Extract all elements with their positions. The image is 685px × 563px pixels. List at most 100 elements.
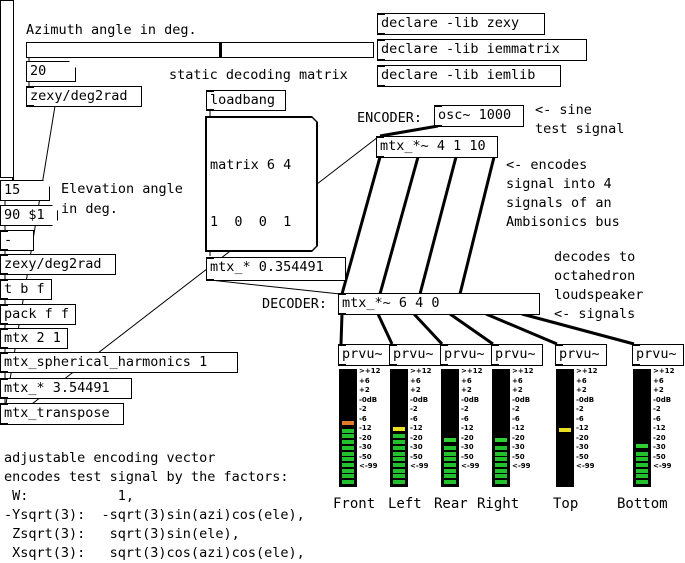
dec-note-4: <- signals xyxy=(554,306,636,322)
vu-segment xyxy=(444,474,456,479)
prvu-object[interactable]: prvu~ xyxy=(338,344,390,366)
dec-note-3: loudspeaker xyxy=(554,287,644,303)
vu-scale-tick: -6 xyxy=(410,414,418,423)
prvu-object[interactable]: prvu~ xyxy=(632,344,684,366)
vu-scale-tick: -20 xyxy=(461,433,474,442)
comment-line: Xsqrt(3): sqrt(3)cos(azi)cos(ele), xyxy=(4,545,305,561)
declare-iemlib[interactable]: declare -lib iemlib xyxy=(377,65,561,87)
vu-scale-tick: +2 xyxy=(359,386,370,394)
vu-segment xyxy=(444,457,456,462)
vu-segment xyxy=(444,480,456,484)
vu-segment xyxy=(495,462,507,467)
enc-note-2: signal into 4 xyxy=(506,176,612,192)
enc-note-1: <- encodes xyxy=(506,157,588,173)
vu-scale-tick: -30 xyxy=(359,443,372,451)
elevation-number-box[interactable]: 15 xyxy=(0,180,50,201)
vu-scale-tick: -0dB xyxy=(576,395,595,404)
vu-scale-tick: >+12 xyxy=(653,367,675,375)
prvu-object[interactable]: prvu~ xyxy=(555,344,607,366)
azimuth-slider-knob[interactable] xyxy=(219,43,223,57)
vu-scale-tick: -20 xyxy=(512,433,525,442)
deg2rad-azimuth[interactable]: zexy/deg2rad xyxy=(26,86,142,107)
vu-scale-tick: -30 xyxy=(512,443,525,451)
vu-segment xyxy=(636,457,648,462)
vu-peak-marker xyxy=(342,421,354,425)
speaker-label: Bottom xyxy=(617,496,668,512)
prvu-object[interactable]: prvu~ xyxy=(440,344,492,366)
vu-scale-tick: -2 xyxy=(512,405,520,413)
sine-note-1: <- sine xyxy=(535,102,592,118)
vu-scale-tick: -2 xyxy=(410,405,418,413)
mtx-transpose-object[interactable]: mtx_transpose xyxy=(0,403,124,425)
mtx-decoder-object[interactable]: mtx_*~ 6 4 0 xyxy=(338,293,540,315)
elevation-slider[interactable] xyxy=(0,0,14,178)
vu-scale-tick: -6 xyxy=(653,414,661,423)
osc-object[interactable]: osc~ 1000 xyxy=(434,105,524,127)
spherical-harmonics-object[interactable]: mtx_spherical_harmonics 1 xyxy=(0,352,238,373)
vu-scale-tick: >+12 xyxy=(359,367,381,375)
speaker-label: Left xyxy=(388,496,422,512)
vu-scale-tick: +6 xyxy=(512,376,523,385)
vu-meter xyxy=(390,369,408,487)
azimuth-slider[interactable] xyxy=(26,42,374,58)
enc-note-4: Ambisonics bus xyxy=(506,214,620,230)
vu-scale-tick: >+12 xyxy=(576,367,598,375)
vu-segment xyxy=(636,451,648,456)
vu-scale-tick: -2 xyxy=(461,405,469,413)
mtx-scale-3-object[interactable]: mtx_* 3.54491 xyxy=(0,378,132,399)
vu-scale-tick: +2 xyxy=(461,386,472,394)
vu-scale: >+12+6+2-0dB-2-6-12-20-30-50<-99 xyxy=(576,367,597,472)
vu-scale-tick: -0dB xyxy=(461,395,480,404)
vu-scale-tick: -20 xyxy=(359,433,372,442)
vu-scale-tick: >+12 xyxy=(461,367,483,375)
trigger-object[interactable]: t b f xyxy=(0,279,52,300)
speaker-label: Right xyxy=(477,496,520,512)
vu-scale-tick: -6 xyxy=(359,414,367,423)
vu-scale: >+12+6+2-0dB-2-6-12-20-30-50<-99 xyxy=(461,367,482,472)
deg2rad-elevation[interactable]: zexy/deg2rad xyxy=(0,254,116,275)
vu-segment xyxy=(393,457,405,462)
elevation-message[interactable]: 90 $1 xyxy=(0,205,58,226)
vu-segment xyxy=(342,440,354,445)
elevation-label-1: Elevation angle xyxy=(61,181,183,197)
pack-object[interactable]: pack f f xyxy=(0,304,76,325)
vu-scale-tick: +6 xyxy=(359,376,370,385)
vu-scale-tick: -12 xyxy=(359,424,372,432)
mtx-encoder-object[interactable]: mtx_*~ 4 1 10 xyxy=(376,136,498,158)
vu-meter xyxy=(441,369,459,487)
vu-peak-marker xyxy=(495,438,507,443)
vu-segment xyxy=(342,474,354,479)
loadbang-object[interactable]: loadbang xyxy=(206,90,286,111)
prvu-object[interactable]: prvu~ xyxy=(389,344,441,366)
matrix-message[interactable]: matrix 6 4 1 0 0 1 1 -1 0 0 1 0 0 -1 1 1… xyxy=(206,117,317,251)
vu-scale-tick: -30 xyxy=(576,443,589,451)
vu-scale-tick: -0dB xyxy=(512,395,531,404)
dec-note-1: decodes to xyxy=(554,249,636,265)
mtx-scale-object[interactable]: mtx_* 0.354491 xyxy=(206,257,346,281)
vu-meter xyxy=(339,369,357,487)
minus-object[interactable]: - xyxy=(0,230,34,251)
vu-segment xyxy=(342,451,354,456)
azimuth-label: Azimuth angle in deg. xyxy=(26,22,197,38)
vu-scale-tick: +6 xyxy=(576,376,587,385)
vu-scale-tick: -12 xyxy=(576,424,589,432)
vu-meter xyxy=(492,369,510,487)
dec-note-2: octahedron xyxy=(554,268,636,284)
vu-scale-tick: -12 xyxy=(461,424,474,432)
vu-segment xyxy=(495,451,507,456)
vu-meter xyxy=(633,369,651,487)
vu-scale-tick: -6 xyxy=(512,414,520,423)
prvu-object[interactable]: prvu~ xyxy=(491,344,543,366)
vu-segment xyxy=(393,480,405,484)
azimuth-number-box[interactable]: 20 xyxy=(26,61,76,82)
vu-scale-tick: +2 xyxy=(653,386,664,394)
vu-segment xyxy=(495,468,507,473)
vu-scale-tick: -2 xyxy=(576,405,584,413)
declare-zexy[interactable]: declare -lib zexy xyxy=(377,13,545,35)
decoder-label: DECODER: xyxy=(262,296,328,312)
declare-iemmatrix[interactable]: declare -lib iemmatrix xyxy=(377,39,587,61)
vu-segment xyxy=(393,462,405,467)
vu-scale-tick: -30 xyxy=(410,443,423,451)
vu-scale-tick: -12 xyxy=(410,424,423,432)
mtx-2-1-object[interactable]: mtx 2 1 xyxy=(0,328,68,349)
